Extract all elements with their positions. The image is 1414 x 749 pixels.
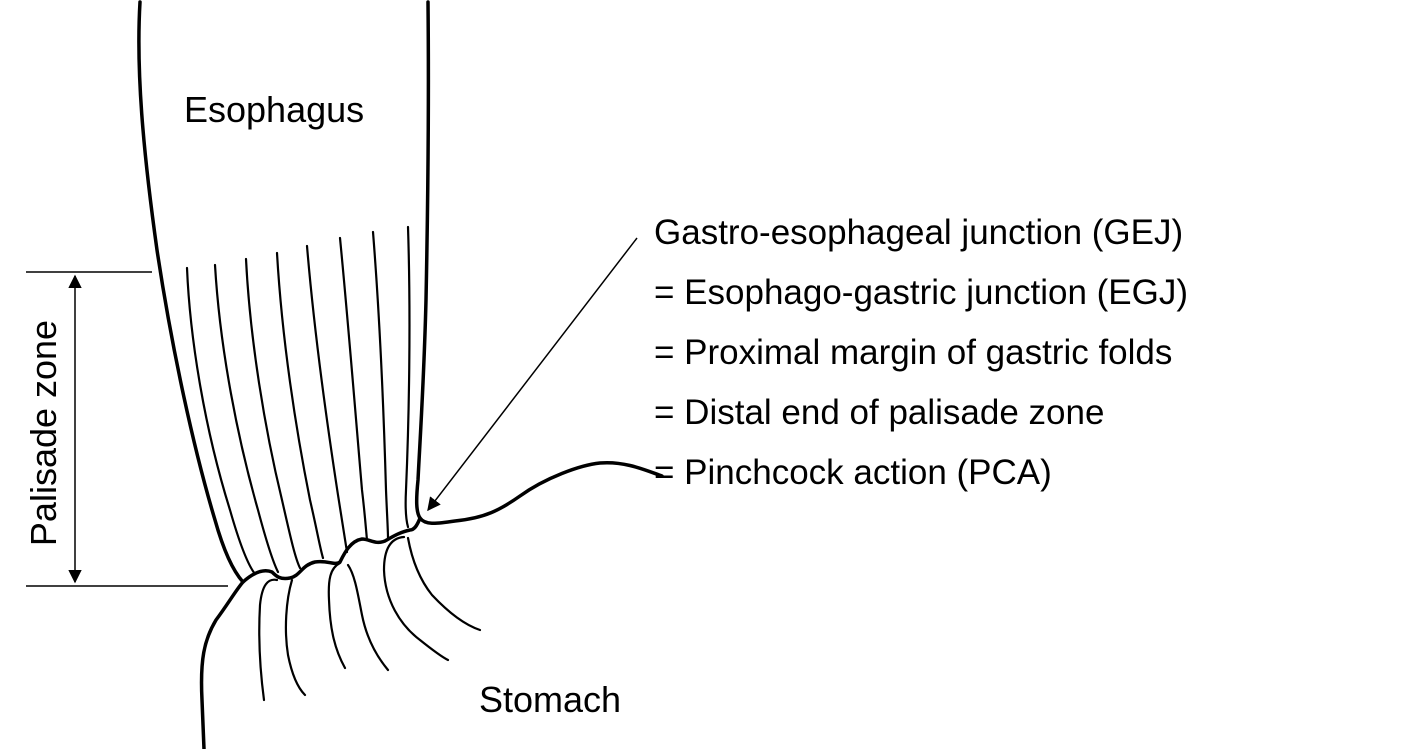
palisade-vessel bbox=[338, 236, 369, 542]
palisade-vessel bbox=[185, 266, 257, 576]
palisade-vessel bbox=[371, 230, 390, 540]
gej-pointer-arrow bbox=[427, 237, 638, 512]
gastric-fold bbox=[406, 536, 482, 632]
gastric-fold bbox=[346, 563, 390, 672]
palisade-vessels bbox=[185, 225, 411, 576]
definition-line: = Esophago-gastric junction (EGJ) bbox=[654, 273, 1189, 312]
gastric-fold bbox=[258, 578, 279, 702]
palisade-vessel bbox=[305, 244, 349, 554]
gastric-fold bbox=[327, 561, 347, 670]
definition-line: Gastro-esophageal junction (GEJ) bbox=[654, 213, 1184, 252]
gastric-fold bbox=[382, 535, 450, 662]
definition-line: = Pinchcock action (PCA) bbox=[654, 453, 1052, 492]
esophagus-left-wall bbox=[137, 0, 246, 749]
palisade-vessel bbox=[404, 225, 411, 529]
gastric-fold bbox=[284, 578, 307, 697]
definition-line: = Distal end of palisade zone bbox=[654, 393, 1105, 432]
esophagus-label: Esophagus bbox=[184, 89, 365, 130]
palisade-zone-label: Palisade zone bbox=[23, 319, 64, 547]
palisade-vessel bbox=[275, 251, 325, 560]
definition-line: = Proximal margin of gastric folds bbox=[654, 333, 1173, 372]
stomach-label: Stomach bbox=[479, 679, 622, 720]
esophagus-right-wall bbox=[414, 0, 664, 525]
palisade-vessel bbox=[244, 257, 302, 570]
palisade-zone-measure bbox=[26, 271, 228, 587]
gastric-folds bbox=[258, 535, 482, 702]
palisade-vessel bbox=[213, 263, 280, 574]
gej-definition-list: Gastro-esophageal junction (GEJ) = Esoph… bbox=[654, 203, 1188, 503]
